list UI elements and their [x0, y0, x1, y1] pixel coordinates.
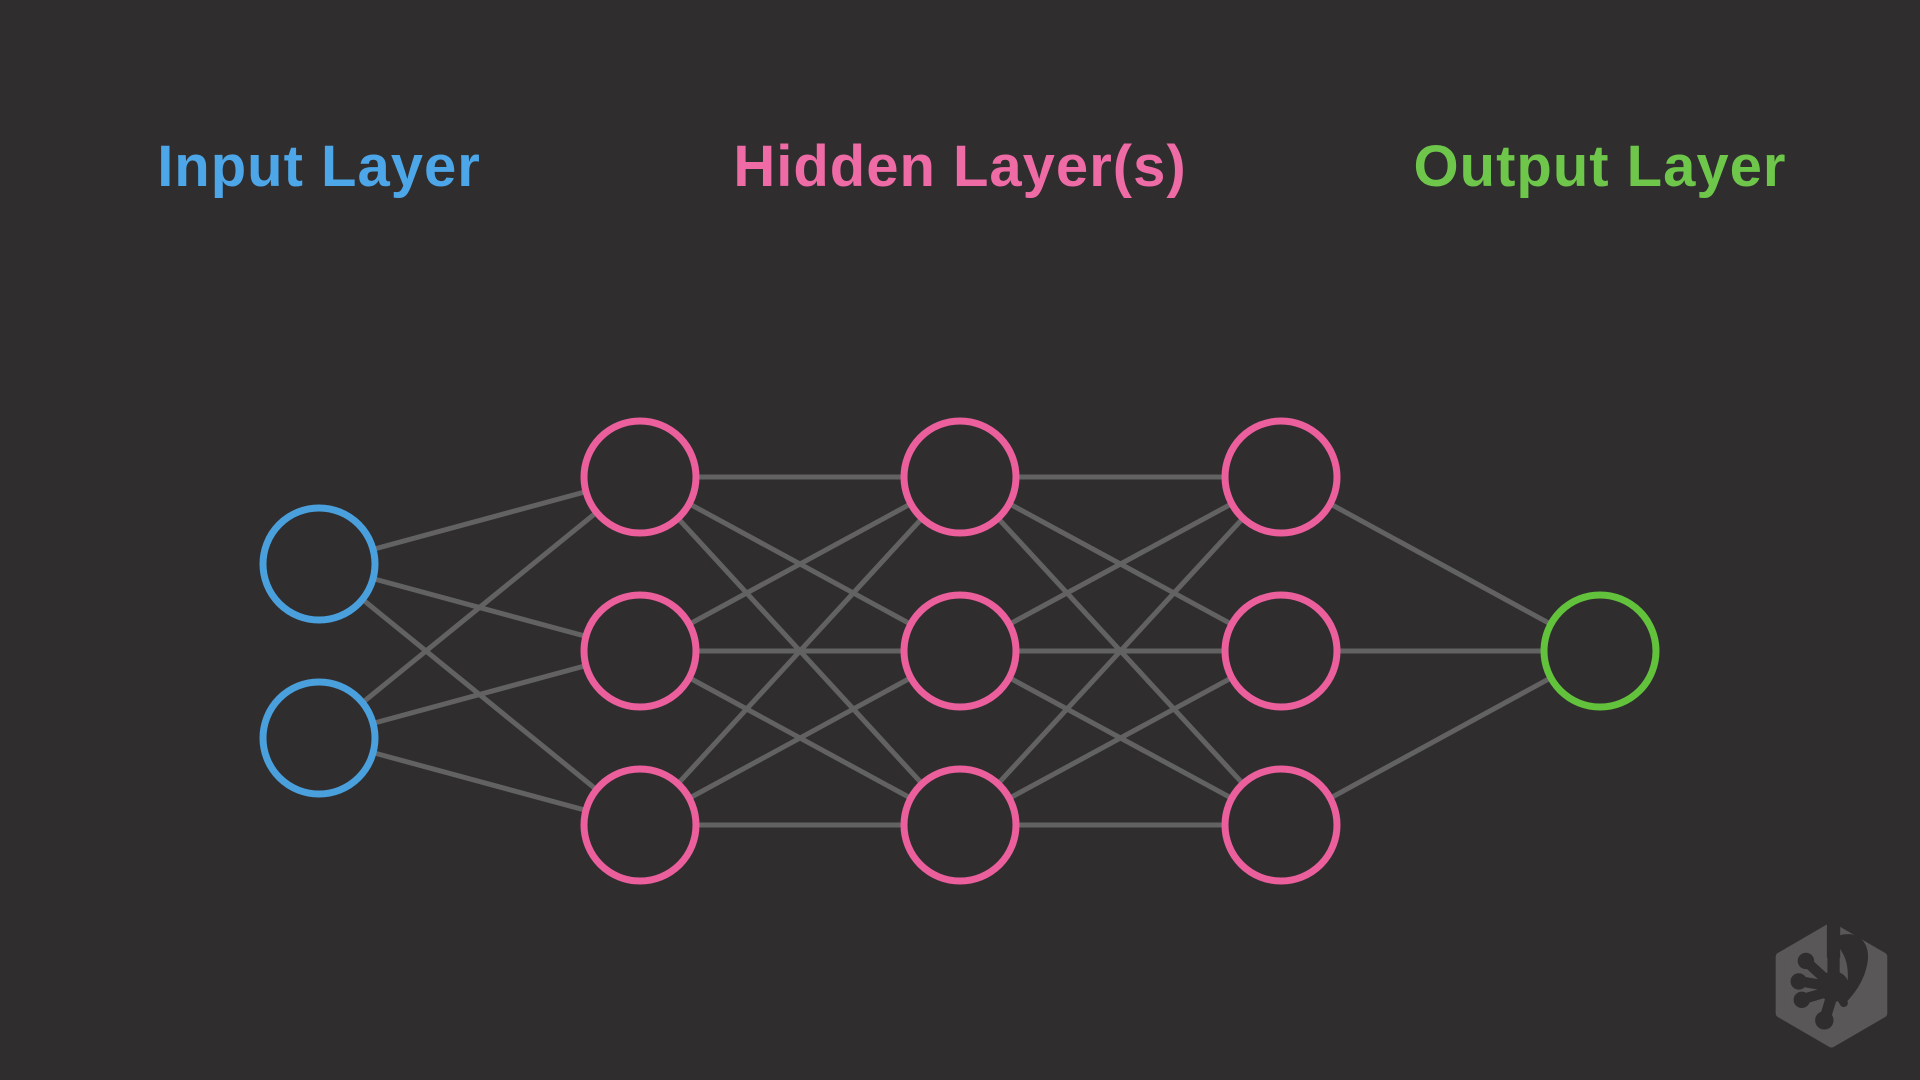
node-hidden-3-3: [1221, 765, 1341, 885]
node-hidden-2-3: [900, 765, 1020, 885]
output-layer-heading: Output Layer: [1413, 134, 1787, 199]
edge-hidden-1-2-to-hidden-2-1: [638, 474, 962, 654]
node-output-1: [1540, 591, 1660, 711]
edge-hidden-2-3-to-hidden-3-2: [958, 648, 1283, 828]
node-hidden-3-1: [1221, 417, 1341, 537]
edge-hidden-1-3-to-hidden-2-2: [638, 648, 962, 828]
edge-hidden-1-3-to-hidden-2-1: [638, 475, 962, 827]
edge-hidden-3-1-to-output-1: [1279, 474, 1602, 654]
edge-hidden-2-3-to-hidden-3-1: [958, 475, 1283, 827]
node-hidden-1-3: [580, 765, 700, 885]
node-input-1: [259, 504, 379, 624]
treehouse-logo-icon: [1775, 922, 1888, 1048]
edge-hidden-3-3-to-output-1: [1279, 648, 1602, 828]
node-input-2: [259, 678, 379, 798]
input-layer-heading: Input Layer: [157, 134, 481, 199]
hidden-layers-heading: Hidden Layer(s): [733, 134, 1187, 199]
node-hidden-2-2: [900, 591, 1020, 711]
node-hidden-1-1: [580, 417, 700, 537]
edge-input-2-to-hidden-1-1: [317, 475, 642, 740]
node-hidden-3-2: [1221, 591, 1341, 711]
edge-hidden-2-2-to-hidden-3-1: [958, 474, 1283, 654]
node-hidden-2-1: [900, 417, 1020, 537]
node-hidden-1-2: [580, 591, 700, 711]
